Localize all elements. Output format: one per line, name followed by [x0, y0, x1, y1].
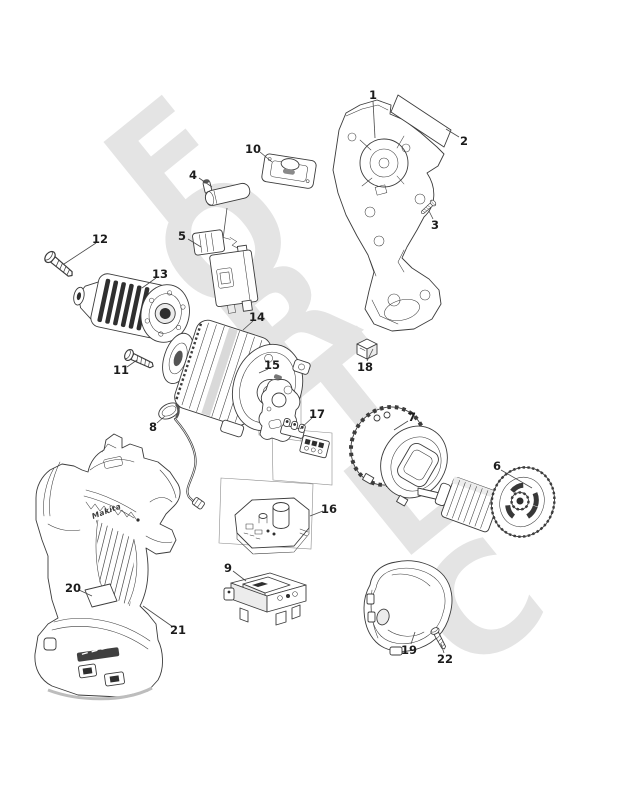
callout-number-9: 9 [224, 561, 232, 575]
leader-line-10 [259, 151, 273, 163]
leader-line-11 [126, 359, 138, 368]
callout-number-16: 16 [321, 502, 337, 516]
leader-line-13 [141, 277, 157, 289]
part-19-rear-cover [363, 560, 453, 656]
leader-line-19 [410, 631, 416, 645]
callout-number-14: 14 [249, 310, 265, 324]
leader-line-7 [393, 420, 409, 431]
leader-line-17 [299, 417, 313, 430]
part-18-cap [356, 338, 378, 360]
part-12-bolt [42, 248, 77, 281]
part-7-stator [348, 404, 448, 507]
part-10-hook-plate [261, 153, 317, 189]
callout-number-5: 5 [178, 229, 186, 243]
callout-number-18: 18 [357, 360, 373, 374]
leader-line-15 [258, 368, 269, 374]
callout-number-20: 20 [65, 581, 81, 595]
callout-number-15: 15 [264, 358, 280, 372]
leader-line-1 [372, 100, 376, 139]
leader-line-3 [428, 210, 434, 220]
part-8-wire-connector [158, 402, 205, 510]
callout-number-1: 1 [369, 88, 377, 102]
part-4-reverse-lever [202, 179, 251, 206]
callout-number-6: 6 [493, 459, 501, 473]
part-20-label-small [84, 583, 118, 608]
leader-line-18 [366, 348, 374, 362]
leader-line-5 [187, 238, 202, 248]
leader-line-22 [440, 643, 445, 654]
leader-line-21 [142, 605, 174, 628]
part-6-rotor [417, 466, 556, 538]
leader-line-16 [309, 510, 324, 517]
callout-number-22: 22 [437, 652, 453, 666]
leader-line-4 [198, 177, 213, 188]
callout-number-12: 12 [92, 232, 108, 246]
leader-line-20 [78, 589, 93, 597]
callout-number-10: 10 [245, 142, 261, 156]
part-5-switch [192, 229, 259, 314]
part-9-terminal-block [223, 572, 307, 626]
leader-line-9 [232, 570, 247, 582]
callout-number-13: 13 [152, 267, 168, 281]
part-1-housing-right [332, 99, 445, 332]
part-13-chuck [73, 273, 190, 343]
callout-number-8: 8 [149, 420, 157, 434]
callout-number-3: 3 [431, 218, 439, 232]
leader-line-2 [445, 128, 460, 138]
group-box-connectors [271, 427, 333, 486]
part-17-connectors [280, 417, 330, 459]
callout-number-11: 11 [113, 363, 129, 377]
group-box-board [218, 477, 314, 550]
callout-number-19: 19 [401, 643, 417, 657]
part-2-label [390, 94, 452, 148]
leader-line-6 [500, 469, 533, 489]
leader-line-8 [156, 415, 166, 424]
callout-number-4: 4 [189, 168, 197, 182]
callout-number-7: 7 [408, 410, 416, 424]
part-21-housing-left: Makita [34, 433, 181, 701]
callout-number-17: 17 [309, 407, 325, 421]
callout-number-21: 21 [170, 623, 186, 637]
leader-line-14 [242, 320, 254, 331]
part-16-circuit-board [234, 497, 310, 555]
leader-line-12 [63, 242, 97, 265]
callout-number-2: 2 [460, 134, 468, 148]
